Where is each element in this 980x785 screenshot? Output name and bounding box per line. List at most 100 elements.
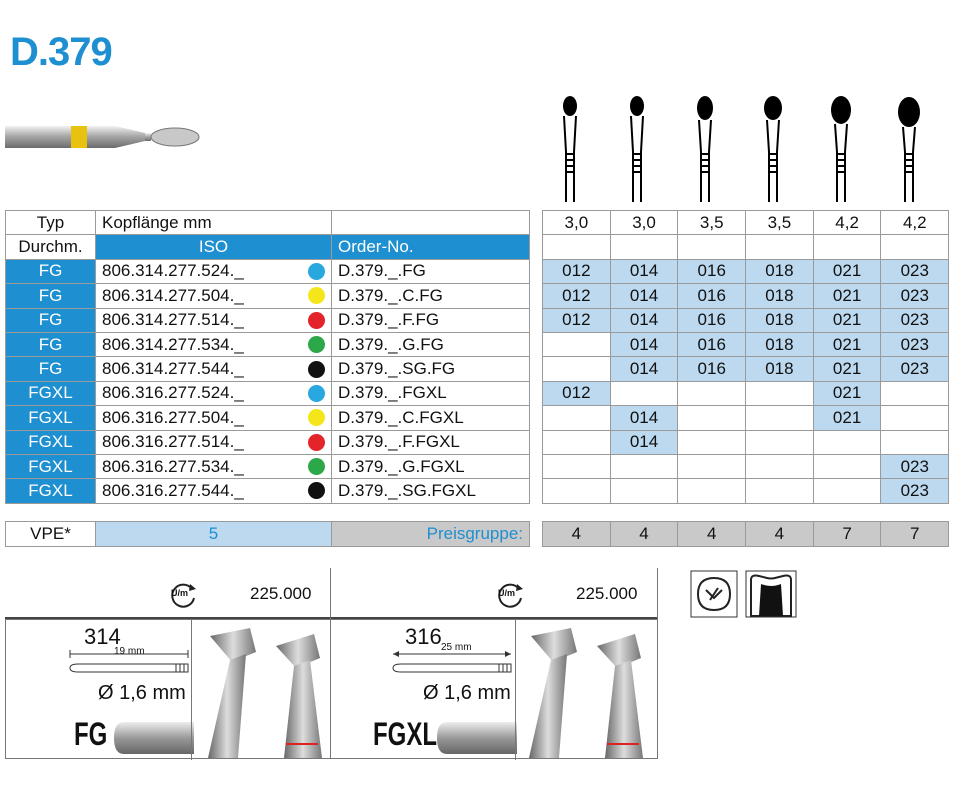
bur-icon-1: [563, 96, 577, 202]
size-cell: 021: [812, 258, 882, 285]
size-cell: 021: [812, 307, 882, 333]
rpm-icon: [171, 583, 196, 608]
size-cell: 014: [609, 283, 679, 309]
typ-cell: FG: [5, 307, 96, 333]
color-dot-icon: [308, 287, 325, 305]
size-cell: 021: [812, 331, 882, 358]
size-cell: [745, 478, 814, 504]
size-cell: [812, 429, 882, 455]
header-order-no: Order-No.: [331, 234, 530, 260]
shank-diagram: [392, 651, 512, 673]
size-cell: [677, 429, 747, 455]
size-cell: 014: [609, 331, 679, 358]
header-row-1: Typ Kopflänge mm 3,0 3,0 3,5 3,5 4,2 4,2: [5, 209, 950, 236]
size-cell: 021: [812, 283, 882, 309]
size-cell: [745, 380, 814, 407]
size-cell: 021: [812, 356, 882, 382]
iso-cell: 806.316.277.524._: [95, 380, 332, 407]
size-cell: 016: [677, 356, 747, 382]
iso-cell: 806.314.277.514._: [95, 307, 332, 333]
size-cell: [542, 405, 611, 431]
order-no-cell: D.379._.C.FG: [331, 283, 530, 309]
typ-cell: FGXL: [5, 453, 96, 480]
bur-illustration: [5, 126, 200, 148]
shank-diagram: [69, 650, 189, 673]
size-cell: [542, 331, 611, 358]
size-cell: 014: [609, 405, 679, 431]
shank-code: 316: [405, 624, 442, 649]
header-row-2: Durchm. ISO Order-No.: [5, 234, 950, 260]
size-cell: [745, 453, 814, 480]
iso-cell: 806.314.277.524._: [95, 258, 332, 285]
size-cell: 014: [609, 307, 679, 333]
typ-cell: FG: [5, 283, 96, 309]
diameter-label: Ø 1,6 mm: [423, 682, 511, 704]
shank-end-illustration: [437, 722, 517, 754]
size-cell: 018: [745, 331, 814, 358]
size-cell: [677, 405, 747, 431]
size-cell: 018: [745, 283, 814, 309]
iso-number: 806.316.277.544._: [102, 480, 244, 500]
color-dot-icon: [308, 482, 325, 500]
preisgruppe-cell: 4: [745, 521, 814, 547]
size-cell: [609, 453, 679, 480]
kopflaenge-cell: 4,2: [812, 209, 882, 236]
preisgruppe-cell: 4: [677, 521, 747, 547]
iso-number: 806.316.277.504._: [102, 407, 244, 427]
panel-fg: 314 19 mm Ø 1,6 mm FG: [5, 619, 331, 760]
size-cell: 014: [609, 356, 679, 382]
size-cell: 016: [677, 331, 747, 358]
rpm-icon-label: U/m: [498, 588, 516, 598]
size-cell: 023: [880, 331, 950, 358]
cavity-tooth-icon: [690, 570, 738, 618]
bur-icon-2: [630, 96, 644, 202]
size-cell: 016: [677, 258, 747, 285]
color-dot-icon: [308, 458, 325, 476]
size-cell: [542, 429, 611, 455]
typ-cell: FGXL: [5, 478, 96, 504]
iso-number: 806.316.277.514._: [102, 432, 244, 452]
shank-length: 25 mm: [441, 642, 472, 653]
size-cell: 018: [745, 258, 814, 285]
size-cell: 023: [880, 283, 950, 309]
iso-number: 806.316.277.524._: [102, 383, 244, 403]
size-cell: 023: [880, 356, 950, 382]
kopflaenge-cell: 3,5: [677, 209, 747, 236]
kopflaenge-cell: 3,0: [609, 209, 679, 236]
iso-cell: 806.316.277.534._: [95, 453, 332, 480]
type-label-fg: FG: [74, 716, 108, 752]
color-dot-icon: [308, 262, 325, 280]
typ-cell: FG: [5, 331, 96, 358]
header-typ: Typ: [5, 209, 96, 236]
size-cell: 012: [542, 380, 611, 407]
rpm-value: 225.000: [576, 584, 638, 603]
rpm-icon: [498, 583, 523, 608]
size-cell: 018: [745, 307, 814, 333]
size-cell: [880, 405, 950, 431]
iso-cell: 806.314.277.544._: [95, 356, 332, 382]
size-cell: [677, 478, 747, 504]
kopflaenge-cell: 4,2: [880, 209, 950, 236]
size-cell: 023: [880, 453, 950, 480]
iso-number: 806.314.277.514._: [102, 310, 244, 330]
typ-cell: FG: [5, 356, 96, 382]
size-cell: [542, 453, 611, 480]
vpe-table: VPE* 5 Preisgruppe: 4 4 4 4 7 7: [5, 521, 950, 547]
bur-icon-4: [764, 96, 782, 202]
typ-cell: FGXL: [5, 380, 96, 407]
page-title: D.379: [10, 30, 113, 74]
typ-cell: FGXL: [5, 429, 96, 455]
size-cell: [745, 429, 814, 455]
panel-fgxl: 316 25 mm Ø 1,6 mm FGXL: [331, 619, 658, 760]
color-dot-icon: [308, 384, 325, 402]
size-cell: [609, 380, 679, 407]
product-table: Typ Kopflänge mm 3,0 3,0 3,5 3,5 4,2 4,2…: [5, 209, 950, 504]
bur-icon-5: [831, 96, 851, 202]
vpe-row: VPE* 5 Preisgruppe: 4 4 4 4 7 7: [5, 521, 950, 547]
order-no-cell: D.379._.G.FG: [331, 331, 530, 358]
